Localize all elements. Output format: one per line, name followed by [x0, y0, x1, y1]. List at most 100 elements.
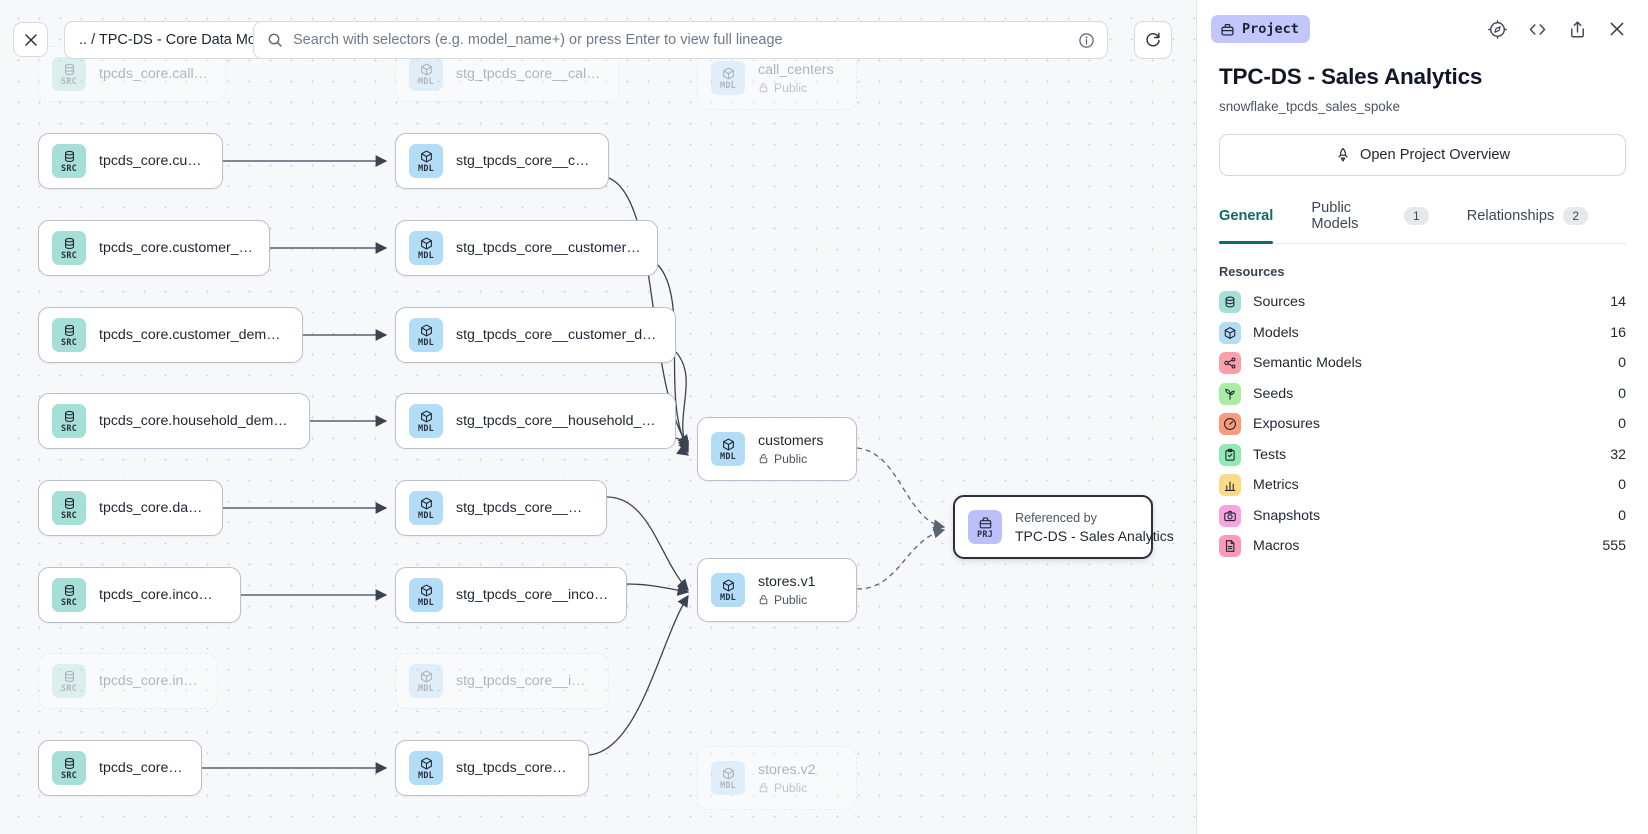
node-label: stg_tpcds_core__customer_address [456, 240, 641, 256]
resource-count: 0 [1618, 477, 1626, 494]
close-lineage-button[interactable] [13, 22, 48, 57]
src-badge: SRC [52, 318, 86, 352]
refresh-icon [1146, 32, 1160, 47]
node-label: tpcds_core.customer_demographics [99, 327, 286, 343]
resource-row[interactable]: Metrics 0 [1219, 470, 1626, 501]
resource-name: Sources [1253, 294, 1306, 311]
node-text: tpcds_core.call_center [99, 66, 209, 82]
project-chip-label: Project [1242, 21, 1299, 37]
share-button[interactable] [1562, 14, 1592, 44]
clipboard-icon [1219, 443, 1241, 466]
view-code-button[interactable] [1522, 14, 1552, 44]
resource-name: Macros [1253, 538, 1300, 555]
node-label: stores.v1 [758, 573, 816, 590]
lineage-toolbar: .. / TPC-DS - Core Data Models Search wi… [0, 0, 1196, 80]
node-text: tpcds_core.customer_address [99, 240, 253, 256]
lineage-canvas[interactable]: SRCtpcds_core.call_centerMDLstg_tpcds_co… [0, 0, 1197, 834]
node-label: tpcds_core.store [99, 760, 185, 776]
node-text: stg_tpcds_core__customer_address [456, 240, 641, 256]
resource-count: 0 [1618, 507, 1626, 524]
node-text: stg_tpcds_core__date_dim [456, 500, 590, 516]
node-label: tpcds_core.date_dim [99, 500, 206, 516]
tab-label: Relationships [1466, 208, 1555, 224]
resource-count: 16 [1610, 324, 1626, 341]
close-icon [24, 33, 37, 46]
resource-count: 14 [1610, 294, 1626, 311]
mdl-badge: MDL [409, 404, 443, 438]
node-text: stg_tpcds_core__customer [456, 153, 592, 169]
node-text: stg_tpcds_core__household_demogr… [456, 413, 659, 429]
node-text: stg_tpcds_core__inventory [456, 673, 592, 689]
info-icon[interactable] [1078, 32, 1095, 49]
mdl-badge: MDL [409, 578, 443, 612]
search-input[interactable]: Search with selectors (e.g. model_name+)… [253, 21, 1108, 59]
node-label: tpcds_core.household_demographics [99, 413, 293, 429]
node-label: stg_tpcds_core__customer [456, 153, 592, 169]
node-label: tpcds_core.call_center [99, 66, 209, 82]
page-title: TPC-DS - Sales Analytics [1219, 64, 1483, 89]
open-project-overview-button[interactable]: Open Project Overview [1219, 134, 1626, 176]
cube-icon [1219, 321, 1241, 344]
resource-count: 0 [1618, 385, 1626, 402]
src-badge: SRC [52, 664, 86, 698]
tab-general[interactable]: General [1219, 200, 1274, 244]
lineage-node[interactable]: SRC tpcds_core.date_dim [38, 480, 223, 536]
node-visibility: Public [758, 452, 823, 466]
close-panel-button[interactable] [1602, 14, 1632, 44]
explore-button[interactable] [1482, 14, 1512, 44]
project-type-chip[interactable]: Project [1211, 15, 1310, 43]
resource-row[interactable]: Sources 14 [1219, 287, 1626, 318]
resource-name: Semantic Models [1253, 355, 1362, 372]
node-visibility: Public [758, 593, 816, 607]
node-text: tpcds_core.income_band [99, 587, 224, 603]
lineage-node[interactable]: MDL stg_tpcds_core__household_demogr… [395, 393, 676, 449]
src-badge: SRC [52, 144, 86, 178]
src-badge: SRC [52, 491, 86, 525]
lineage-node[interactable]: SRC tpcds_core.customer_demographics [38, 307, 303, 363]
node-label: stores.v2 [758, 761, 816, 778]
gauge-icon [1219, 413, 1241, 436]
lineage-node[interactable]: MDLstg_tpcds_core__customer_demogra… [395, 307, 676, 363]
node-label: tpcds_core.income_band [99, 587, 224, 603]
rocket-icon [1338, 148, 1348, 162]
mdl-badge: MDL [409, 751, 443, 785]
node-label: TPC-DS - Sales Analytics [1015, 527, 1174, 544]
mdl-badge: MDL [711, 573, 745, 607]
node-label: tpcds_core.customer_address [99, 240, 253, 256]
refresh-button[interactable] [1134, 21, 1172, 59]
src-badge: SRC [52, 57, 86, 91]
node-text: tpcds_core.store [99, 760, 185, 776]
close-icon [1610, 22, 1624, 36]
node-text: stg_tpcds_core__call_center [456, 66, 602, 82]
resource-name: Metrics [1253, 477, 1299, 494]
resource-count: 32 [1610, 446, 1626, 463]
